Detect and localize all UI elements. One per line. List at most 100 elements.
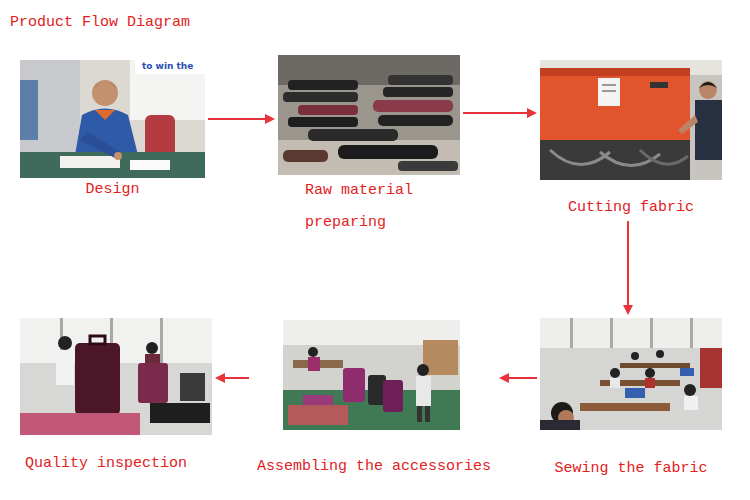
photo-detail [135,60,205,74]
photo-detail [650,318,653,348]
photo-detail [699,81,717,99]
photo-detail [288,405,348,425]
arrow-head [623,305,633,315]
photo-detail [138,363,168,403]
photo-detail [373,100,453,112]
photo-detail [678,115,698,134]
photo-detail [540,60,722,180]
photo-detail [631,352,639,360]
photo-detail [343,368,365,402]
flow-step: Cutting fabric [540,60,722,218]
photo-detail [160,318,163,363]
photo-detail [130,160,170,170]
arrow-head [215,373,225,383]
photo-detail [278,140,460,175]
cutting-photo [540,60,722,180]
photo-detail [338,145,438,159]
step-caption: Assembling the accessories [252,457,496,477]
photo-detail [288,80,358,90]
photo-detail [417,406,422,422]
flow-step: Assembling the accessories [252,320,496,477]
photo-detail [695,100,722,160]
photo-detail [288,117,358,127]
flow-step: Sewing the fabric [540,318,722,479]
flow-arrow [208,114,275,124]
arrow-shaft [627,221,629,306]
photo-detail [684,396,698,410]
arrow-head [527,108,537,118]
photo-detail [540,318,722,430]
photo-detail [645,368,655,378]
photo-detail [425,406,430,422]
photo-detail [298,105,358,115]
photo-detail [620,363,690,368]
material-photo [278,55,460,175]
photo-detail [388,75,453,85]
photo-detail [580,403,670,411]
photo-detail [610,378,620,388]
photo-detail [130,60,205,120]
photo-spacer [20,60,205,178]
photo-spacer [540,318,722,430]
photo-detail [20,413,140,435]
photo-detail [75,343,120,415]
photo-detail [699,82,717,88]
photo-spacer [20,318,212,435]
photo-detail [92,80,118,106]
photo-detail [398,161,458,171]
photo-detail [700,348,722,388]
photo-detail [308,357,320,371]
photo-detail [180,373,205,401]
photo-detail [650,82,668,88]
photo-detail [610,368,620,378]
arrow-head [499,373,509,383]
photo-detail [540,140,690,180]
photo-detail [645,378,655,388]
step-caption: Cutting fabric [540,198,722,218]
assembling-photo [283,320,460,430]
photo-detail [20,60,80,155]
photo-detail [95,110,115,120]
photo-detail [680,368,694,376]
photo-detail [684,384,696,396]
diagram-title: Product Flow Diagram [10,14,190,31]
flow-step: Raw material preparing [278,55,460,239]
photo-detail [640,150,688,164]
arrow-head [265,114,275,124]
arrow-shaft [224,377,249,379]
photo-detail [92,82,118,90]
photo-detail [416,376,431,406]
arrow-shaft [463,112,528,114]
sewing-photo [540,318,722,430]
photo-detail [283,150,328,162]
photo-detail [303,395,333,405]
photo-detail [540,318,722,348]
photo-detail [540,60,722,75]
photo-spacer [278,55,460,175]
photo-detail [656,350,664,358]
photo-detail [690,318,693,348]
photo-text: to win the [140,61,195,72]
photo-detail [114,152,122,160]
photo-detail [283,92,358,102]
photo-detail [570,318,573,348]
photo-detail [625,388,645,398]
photo-detail [383,87,453,97]
photo-detail [308,129,398,141]
step-caption: Raw material preparing [305,175,435,239]
photo-spacer [540,60,722,180]
arrow-shaft [508,377,537,379]
step-caption: Sewing the fabric [540,459,722,479]
flow-step: Quality inspection [20,318,212,474]
photo-detail [20,318,212,435]
flow-arrow [215,373,249,383]
photo-detail [283,320,460,430]
photo-detail [90,336,105,344]
flow-arrow [463,108,537,118]
photo-detail [308,347,318,357]
flow-arrow [499,373,537,383]
photo-detail [383,380,403,412]
